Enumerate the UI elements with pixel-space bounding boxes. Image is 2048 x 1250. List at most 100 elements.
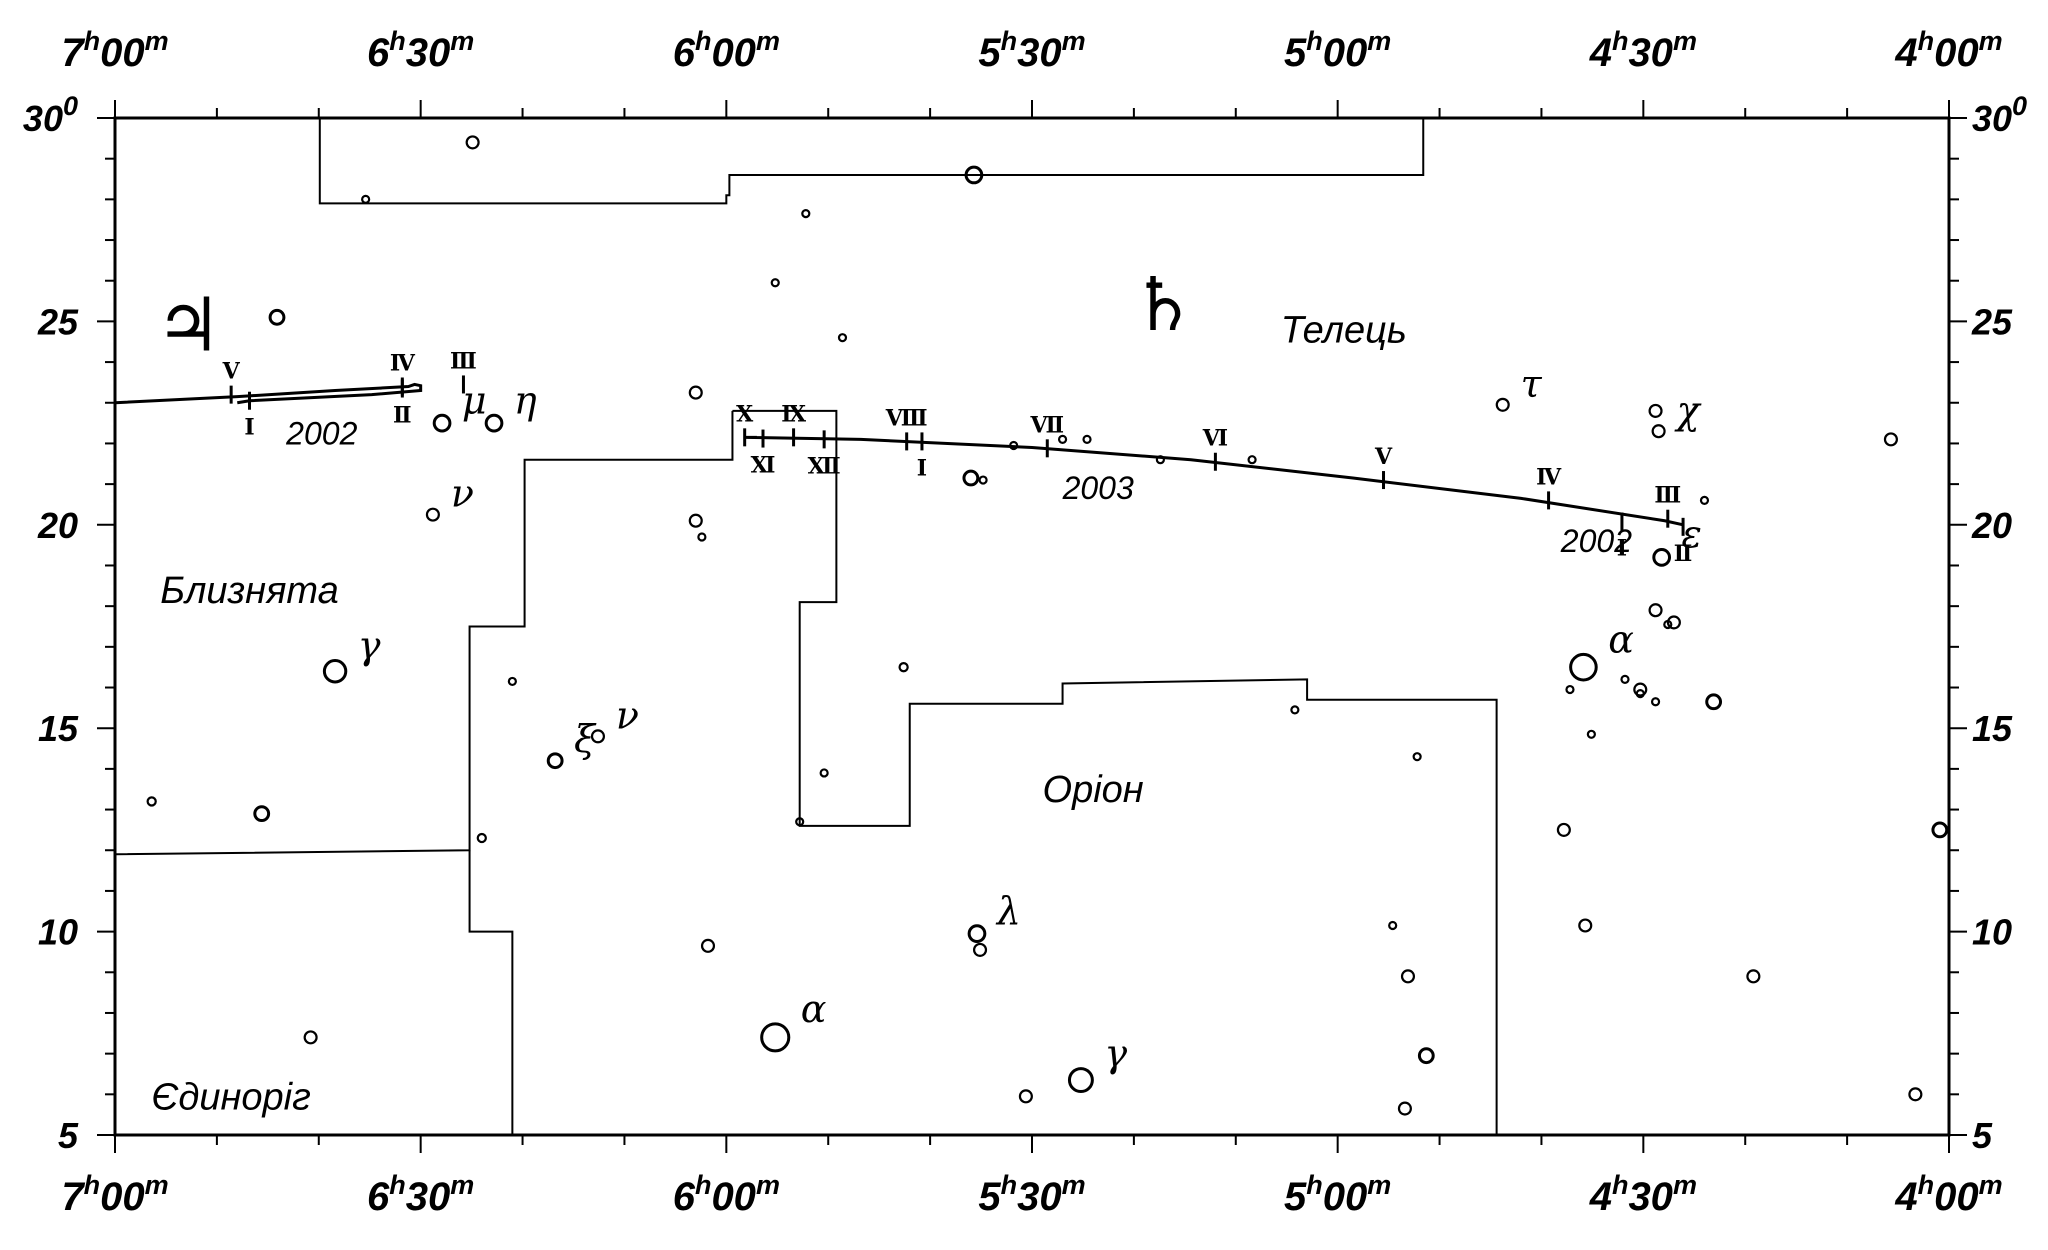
dec-tick-label: 20	[37, 505, 78, 546]
dec-tick-label: 15	[38, 708, 79, 749]
dec-tick-label: 15	[1972, 708, 2013, 749]
ra-tick-label: 5h30m	[978, 1170, 1085, 1219]
star	[972, 942, 988, 957]
dec-tick-label: 300	[23, 91, 78, 139]
ra-tick-label: 5h00m	[1284, 26, 1391, 75]
saturn-track-month-label: Ⅱ	[1674, 541, 1693, 567]
star	[700, 938, 716, 953]
star	[819, 768, 829, 778]
star	[432, 413, 452, 433]
saturn-track-month-label: Ⅳ	[1536, 464, 1562, 490]
star	[546, 752, 564, 770]
star-label: ν	[451, 472, 474, 516]
jupiter-track-month-label: Ⅲ	[450, 348, 477, 374]
star-label: α	[801, 987, 827, 1031]
ra-tick-label: 6h00m	[673, 26, 780, 75]
saturn-track-year-label: 2002	[1560, 523, 1632, 559]
star	[1082, 434, 1092, 444]
star-label: ξ	[574, 717, 597, 761]
star-label: α	[1608, 617, 1634, 661]
saturn-track-month-label: Ⅲ	[1654, 483, 1681, 509]
star	[962, 469, 980, 487]
dec-tick-label: 5	[1972, 1115, 1993, 1156]
star-label: μ	[462, 378, 487, 422]
dec-tick-label: 10	[38, 912, 78, 953]
dec-tick-label: 25	[1971, 301, 2013, 342]
star-label: γ	[1104, 1032, 1127, 1076]
star-label: γ	[358, 624, 381, 668]
star	[1495, 397, 1510, 412]
star	[1397, 1101, 1412, 1116]
ra-tick-label: 7h00m	[61, 26, 168, 75]
star	[770, 278, 780, 288]
saturn-track-month-label: Ⅴ	[1374, 444, 1393, 470]
saturn-track-month-label: Ⅵ	[1202, 426, 1228, 452]
star	[484, 413, 504, 433]
saturn-track-path	[744, 435, 1684, 527]
star	[898, 662, 909, 673]
boundary-line	[468, 850, 514, 1135]
star-label: ε	[1682, 512, 1702, 556]
star	[1018, 1089, 1033, 1104]
star	[303, 1030, 318, 1045]
star-label: λ	[995, 889, 1021, 933]
star	[837, 333, 848, 343]
saturn-track-year-label: 2003	[1062, 470, 1134, 506]
boundary-line	[732, 409, 1498, 1135]
dec-tick-label: 300	[1972, 91, 2027, 139]
ra-tick-label: 4h00m	[1894, 26, 2002, 75]
ra-tick-label: 7h00m	[61, 1170, 168, 1219]
star	[1633, 682, 1648, 697]
saturn-track-month-label: Ⅹ	[736, 401, 754, 427]
star	[1565, 684, 1575, 695]
saturn-track-month-label: Ⅰ	[1617, 536, 1627, 562]
star	[590, 729, 606, 744]
star-label: ν	[616, 693, 639, 737]
chart-frame	[113, 116, 1951, 1137]
star	[688, 385, 703, 400]
star	[697, 532, 707, 542]
saturn-track-month-label: Ⅻ	[808, 453, 841, 479]
saturn-track-month-label: Ⅸ	[781, 401, 806, 427]
star	[507, 676, 517, 687]
star	[1290, 705, 1300, 715]
dec-axis-left: 300 25 20 15 10 5	[23, 91, 79, 1156]
star	[978, 475, 988, 485]
jupiter-track-month-label: Ⅳ	[390, 350, 416, 376]
dec-tick-label: 20	[1971, 505, 2012, 546]
jupiter-track-month-label: Ⅱ	[393, 403, 412, 429]
dec-tick-label: 25	[37, 301, 79, 342]
star	[1650, 697, 1661, 707]
constellation-label: Єдиноріг	[151, 1076, 310, 1118]
star	[1412, 752, 1422, 762]
star	[967, 924, 987, 943]
star	[1635, 689, 1645, 699]
star	[1388, 920, 1398, 931]
star	[1569, 652, 1598, 682]
ra-tick-label: 4h30m	[1589, 1170, 1697, 1219]
star	[1883, 432, 1898, 447]
ra-tick-label: 6h30m	[367, 1170, 474, 1219]
star	[1247, 455, 1257, 465]
jupiter-track-month-label: Ⅰ	[244, 415, 254, 441]
star	[760, 1022, 791, 1053]
jupiter-track-year-label: 2002	[285, 415, 357, 451]
star	[1705, 693, 1723, 711]
dec-tick-label: 5	[58, 1115, 79, 1156]
ra-tick-label: 6h30m	[367, 26, 474, 75]
constellation-label: Близнята	[160, 570, 339, 612]
star	[1746, 969, 1761, 984]
saturn-track-month-label: Ⅷ	[885, 405, 928, 431]
star-label: χ	[1674, 388, 1702, 432]
star	[1648, 403, 1663, 418]
star	[688, 513, 703, 528]
star	[801, 208, 811, 219]
saturn-track-month-label: Ⅺ	[751, 453, 776, 479]
star	[1586, 729, 1596, 739]
star	[1699, 495, 1710, 505]
